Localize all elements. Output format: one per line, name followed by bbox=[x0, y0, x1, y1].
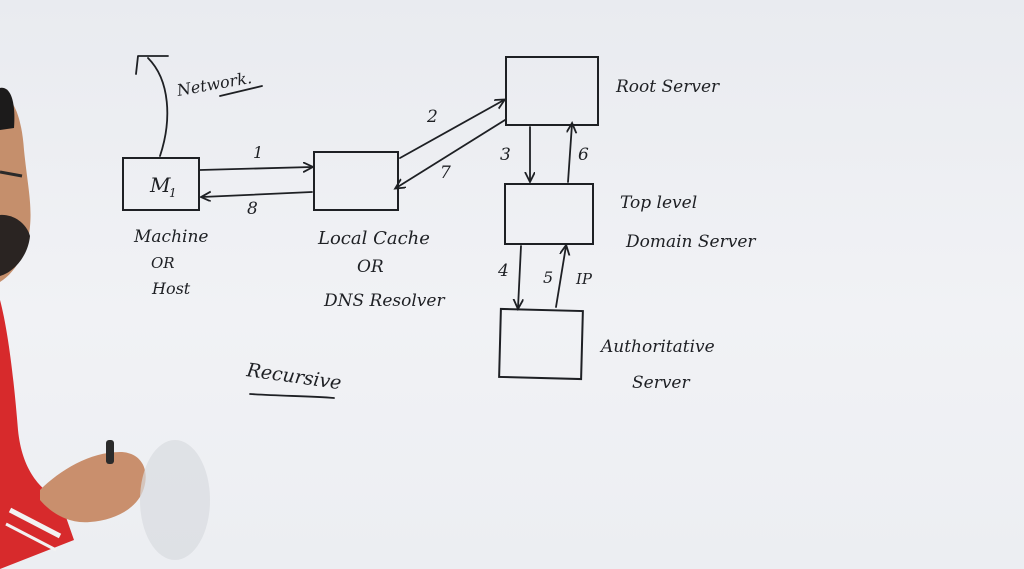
arrow-step-6 bbox=[568, 124, 572, 183]
machine-caption-line1: Machine bbox=[133, 227, 208, 247]
tld-caption-line2: Domain Server bbox=[625, 232, 756, 252]
authoritative-server-box bbox=[498, 307, 584, 381]
presenter-hand bbox=[40, 452, 146, 523]
network-connection bbox=[147, 57, 169, 157]
step-3-label: 3 bbox=[500, 145, 511, 165]
presenter-sleeve-stripe-2 bbox=[5, 522, 57, 552]
arrow-step-7 bbox=[396, 119, 506, 188]
tld-caption-line1: Top level bbox=[620, 193, 697, 213]
step-5-label: 5 bbox=[543, 268, 553, 287]
authoritative-caption-line1: Authoritative bbox=[599, 337, 715, 357]
tld-server-box bbox=[504, 183, 594, 245]
recursive-underline bbox=[249, 393, 335, 399]
network-underline bbox=[219, 85, 263, 97]
root-server-caption: Root Server bbox=[615, 77, 720, 97]
arrow-step-5 bbox=[555, 246, 566, 308]
machine-caption-line3: Host bbox=[151, 279, 191, 298]
presenter-shadow bbox=[140, 440, 210, 560]
step-8-label: 8 bbox=[247, 199, 258, 219]
ip-label: IP bbox=[575, 270, 593, 288]
presenter-shirt bbox=[0, 300, 74, 569]
resolver-caption-line2: OR bbox=[357, 257, 384, 277]
step-2-label: 2 bbox=[426, 107, 438, 127]
arrow-step-8 bbox=[202, 192, 313, 197]
arrow-step-4 bbox=[518, 245, 521, 308]
marker-pen bbox=[106, 440, 114, 464]
step-6-label: 6 bbox=[578, 145, 589, 165]
arrow-step-2 bbox=[399, 100, 504, 159]
machine-caption-line2: OR bbox=[151, 254, 175, 272]
recursive-label: Recursive bbox=[244, 359, 342, 394]
resolver-caption-line3: DNS Resolver bbox=[323, 291, 445, 311]
presenter-beard bbox=[0, 214, 30, 276]
presenter-glasses bbox=[0, 170, 23, 178]
network-arrowhead bbox=[135, 55, 169, 75]
authoritative-caption-line2: Server bbox=[632, 373, 690, 393]
presenter-sleeve-stripe bbox=[8, 507, 62, 539]
presenter-hair bbox=[0, 87, 15, 130]
resolver-box bbox=[313, 151, 399, 211]
machine-box bbox=[122, 157, 200, 211]
arrow-step-1 bbox=[199, 167, 312, 170]
machine-box-label: M bbox=[149, 173, 171, 197]
presenter-figure bbox=[0, 87, 210, 569]
resolver-caption-line1: Local Cache bbox=[317, 228, 430, 249]
root-server-box bbox=[505, 56, 599, 126]
machine-box-subscript: 1 bbox=[169, 186, 177, 200]
step-4-label: 4 bbox=[497, 261, 509, 281]
step-7-label: 7 bbox=[440, 163, 451, 183]
step-1-label: 1 bbox=[253, 143, 263, 162]
